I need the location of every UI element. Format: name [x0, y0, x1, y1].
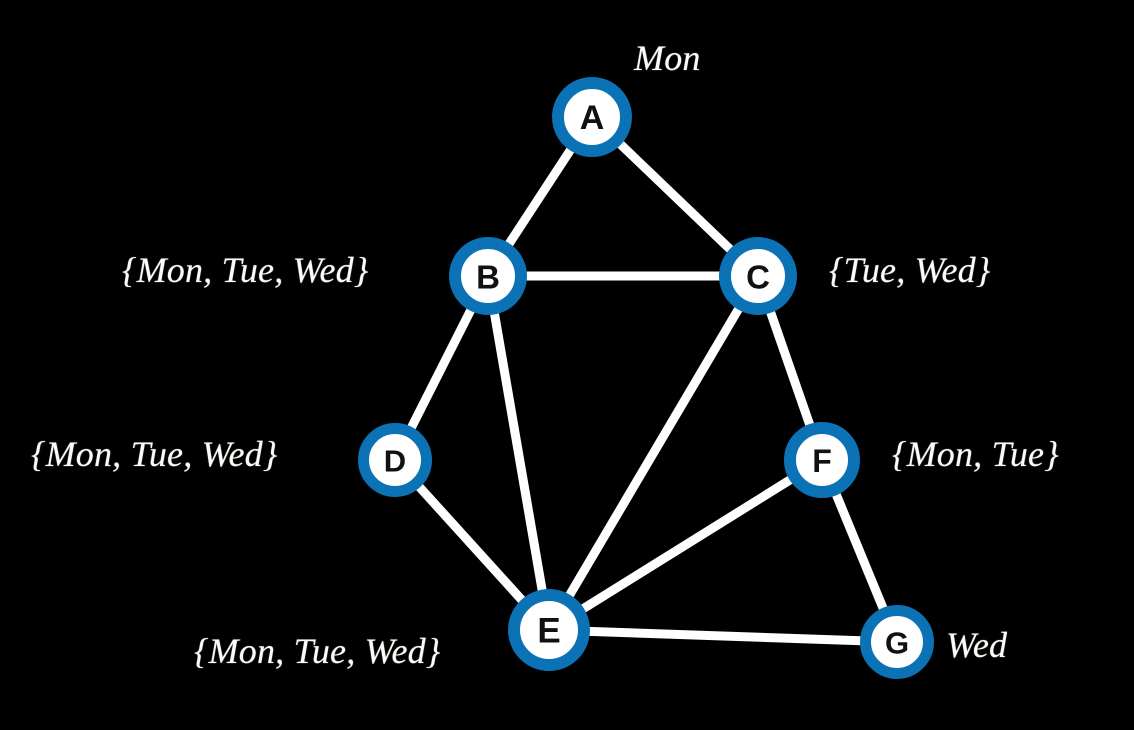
edges-layer — [390, 112, 902, 647]
node-letter-e: E — [537, 612, 560, 651]
node-c[interactable]: C — [719, 237, 797, 315]
node-letter-f: F — [812, 443, 832, 479]
node-circle-d — [358, 423, 432, 497]
node-circle-e — [508, 589, 590, 671]
edge-c-e — [544, 271, 763, 635]
node-f[interactable]: F — [784, 422, 860, 498]
node-b[interactable]: B — [449, 237, 527, 315]
node-letter-a: A — [580, 99, 605, 137]
edge-e-g — [544, 625, 902, 647]
node-circle-a — [552, 77, 632, 157]
node-a[interactable]: A — [552, 77, 632, 157]
node-letter-b: B — [476, 259, 500, 296]
node-g[interactable]: G — [860, 605, 934, 679]
domain-label-b: {Mon, Tue, Wed} — [122, 250, 369, 290]
domain-label-a: Mon — [634, 38, 701, 78]
domain-label-g: Wed — [946, 625, 1008, 665]
node-circle-f — [784, 422, 860, 498]
node-letter-g: G — [885, 626, 909, 661]
edge-e-f — [544, 455, 827, 635]
node-circle-b — [449, 237, 527, 315]
domain-label-e: {Mon, Tue, Wed} — [194, 631, 441, 671]
node-circle-g — [860, 605, 934, 679]
domain-label-f: {Mon, Tue} — [892, 434, 1059, 474]
node-letter-c: C — [746, 259, 770, 296]
node-letter-d: D — [384, 444, 406, 479]
nodes-layer: A B C D E F G — [358, 77, 934, 679]
domain-label-c: {Tue, Wed} — [829, 250, 991, 290]
node-e[interactable]: E — [508, 589, 590, 671]
node-circle-c — [719, 237, 797, 315]
domain-label-d: {Mon, Tue, Wed} — [31, 434, 278, 474]
edge-b-e — [483, 271, 554, 635]
node-d[interactable]: D — [358, 423, 432, 497]
